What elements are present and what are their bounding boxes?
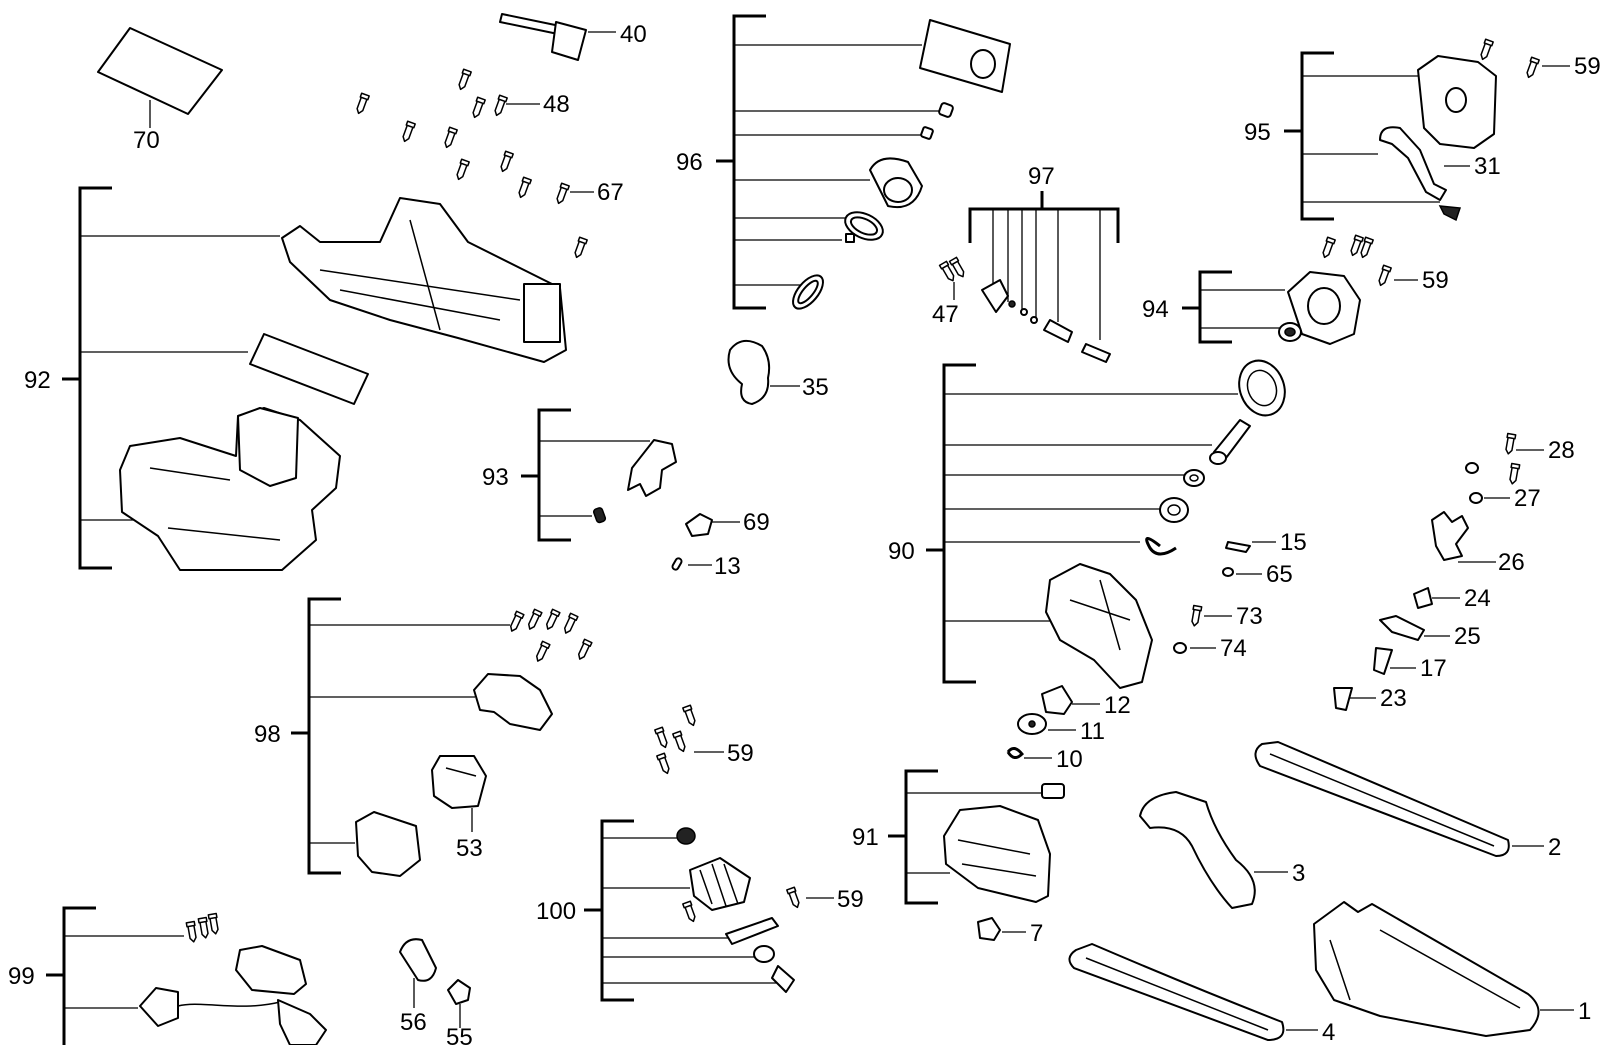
callout-2: 2 — [1548, 834, 1561, 861]
part-93-switch[interactable] — [593, 439, 740, 571]
bracket-95 — [1284, 51, 1440, 221]
part-92-housing-lower[interactable] — [119, 407, 341, 571]
part-55-clip[interactable] — [447, 979, 471, 1028]
bracket-91 — [888, 769, 1042, 905]
callout-11: 11 — [1080, 718, 1105, 745]
bracket-96 — [716, 14, 940, 310]
callout-98: 98 — [254, 721, 281, 748]
part-56-clip[interactable] — [399, 938, 437, 1008]
callout-4: 4 — [1322, 1019, 1335, 1045]
callout-12: 12 — [1104, 692, 1131, 719]
part-99-electronics[interactable] — [139, 912, 327, 1045]
callout-74: 74 — [1220, 635, 1247, 662]
callout-7: 7 — [1030, 920, 1043, 947]
callout-59-motor: 59 — [837, 886, 864, 913]
part-95-oil-pump[interactable] — [1379, 38, 1570, 222]
callout-73: 73 — [1236, 603, 1263, 630]
callout-93: 93 — [482, 464, 509, 491]
part-40-wrench[interactable] — [499, 13, 616, 61]
callout-17: 17 — [1420, 655, 1447, 682]
small-parts-right[interactable] — [1173, 432, 1544, 711]
callout-70: 70 — [133, 127, 160, 154]
bracket-100 — [584, 819, 780, 1002]
part-100-motor[interactable] — [676, 827, 834, 993]
screw-group-59-center[interactable] — [654, 704, 724, 776]
bracket-93 — [521, 408, 650, 542]
part-92-housing-half[interactable] — [281, 197, 567, 363]
callout-3: 3 — [1292, 860, 1305, 887]
bracket-90 — [926, 363, 1238, 684]
callout-1: 1 — [1578, 998, 1591, 1025]
part-90-drive[interactable] — [1045, 354, 1292, 689]
callout-65: 65 — [1266, 561, 1293, 588]
callout-24: 24 — [1464, 585, 1491, 612]
part-91-side-cover[interactable] — [943, 783, 1065, 941]
callout-28: 28 — [1548, 437, 1575, 464]
parts-12-11-10[interactable] — [1006, 685, 1100, 759]
part-35-gasket[interactable] — [727, 339, 801, 405]
callout-35: 35 — [802, 374, 829, 401]
part-70-label[interactable] — [97, 27, 223, 128]
callout-92: 92 — [24, 367, 51, 394]
bracket-98 — [291, 597, 510, 875]
part-92-label[interactable] — [249, 333, 369, 405]
callout-31: 31 — [1474, 153, 1501, 180]
callout-59-top: 59 — [1574, 53, 1600, 80]
part-97-adjuster[interactable] — [938, 256, 1111, 363]
callout-90: 90 — [888, 538, 915, 565]
callout-94: 94 — [1142, 296, 1169, 323]
screw-cluster-48-67[interactable] — [354, 68, 594, 260]
bracket-99 — [46, 906, 184, 1045]
callout-96: 96 — [676, 149, 703, 176]
callout-47: 47 — [932, 301, 959, 328]
callout-59-cover: 59 — [1422, 267, 1449, 294]
callout-26: 26 — [1498, 549, 1525, 576]
bracket-97 — [968, 191, 1120, 340]
part-1-bar-cover[interactable] — [1313, 901, 1574, 1037]
part-94-gear-cover[interactable] — [1278, 234, 1418, 345]
part-2-guide-bar[interactable] — [1254, 741, 1544, 857]
callout-labels: 70 40 48 67 92 96 35 93 69 13 98 53 59 1… — [8, 21, 1600, 1045]
callout-25: 25 — [1454, 623, 1481, 650]
callout-100: 100 — [536, 898, 576, 925]
bracket-94 — [1182, 270, 1285, 344]
callout-40: 40 — [620, 21, 647, 48]
callout-59-center: 59 — [727, 740, 754, 767]
callout-95: 95 — [1244, 119, 1271, 146]
callout-48: 48 — [543, 91, 570, 118]
callout-69: 69 — [743, 509, 770, 536]
callout-55: 55 — [446, 1024, 473, 1045]
callout-53: 53 — [456, 835, 483, 862]
part-3-bar-guard[interactable] — [1139, 791, 1288, 909]
callout-91: 91 — [852, 824, 879, 851]
callout-97: 97 — [1028, 163, 1055, 190]
callout-56: 56 — [400, 1009, 427, 1036]
callout-27: 27 — [1514, 485, 1541, 512]
callout-99: 99 — [8, 963, 35, 990]
callout-67: 67 — [597, 179, 624, 206]
part-96-components[interactable] — [787, 19, 1011, 314]
callout-13: 13 — [714, 553, 741, 580]
part-98-components[interactable] — [355, 608, 593, 877]
callout-23: 23 — [1380, 685, 1407, 712]
callout-15: 15 — [1280, 529, 1307, 556]
part-4-guide-bar[interactable] — [1068, 943, 1318, 1041]
bracket-92 — [62, 186, 280, 570]
callout-10: 10 — [1056, 746, 1083, 773]
